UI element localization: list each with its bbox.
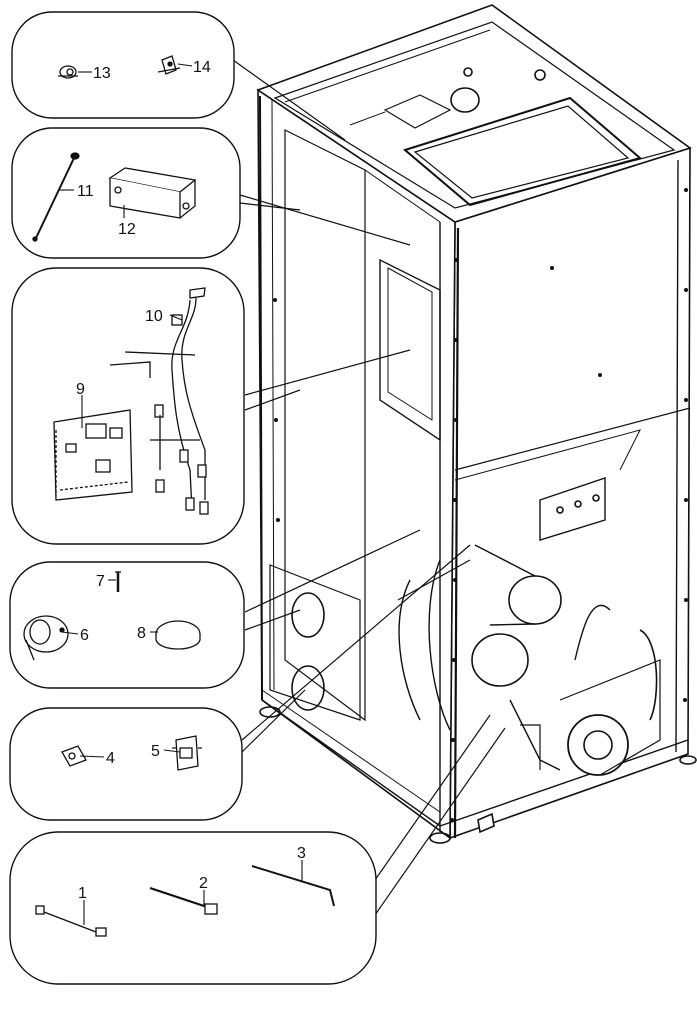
panel-screws <box>273 188 688 822</box>
part-10-harness <box>109 287 209 515</box>
callout-12: 12 <box>118 221 136 238</box>
callout-5: 5 <box>151 743 160 760</box>
callout-13: 13 <box>93 65 111 82</box>
panel-1-2-3 <box>9 831 377 985</box>
callout-7: 7 <box>96 573 105 590</box>
part-11-probe <box>32 152 80 242</box>
hopper-opening <box>402 96 643 207</box>
callout-6: 6 <box>80 627 89 644</box>
boiler-unit <box>256 4 697 844</box>
callout-3: 3 <box>297 845 306 862</box>
part-sketches <box>23 55 335 937</box>
part-5-socket <box>172 735 202 771</box>
control-housing <box>539 477 606 541</box>
circulation-pump <box>567 714 629 776</box>
part-12-module <box>108 167 197 219</box>
top-frame <box>256 4 692 223</box>
callout-8: 8 <box>137 625 146 642</box>
part-3-bent-rod <box>251 865 335 907</box>
callout-14: 14 <box>193 59 211 76</box>
part-14-switch <box>157 55 181 75</box>
callout-4: 4 <box>106 750 115 767</box>
panel-6-7-8 <box>9 561 245 689</box>
panel-4-5 <box>9 707 243 821</box>
leader-lines <box>232 59 506 916</box>
part-6-pressure-switch <box>23 615 69 661</box>
callout-9: 9 <box>76 381 85 398</box>
part-2-heating-rod <box>149 886 218 915</box>
callout-11: 11 <box>77 183 94 200</box>
part-4-sensor <box>61 745 87 767</box>
callout-leaders <box>58 63 303 925</box>
part-13-sensor <box>58 65 78 79</box>
part-9-control-board <box>53 409 133 501</box>
blower-tube <box>508 575 562 625</box>
part-1-cable-sensor <box>35 905 107 937</box>
callout-10: 10 <box>145 308 163 325</box>
callout-numbers: 13 14 11 12 10 9 7 6 8 4 5 1 2 3 <box>76 59 306 902</box>
part-8-cap <box>155 620 201 650</box>
part-7-pin <box>115 571 121 592</box>
callout-2: 2 <box>199 875 208 892</box>
panel-9-10 <box>11 267 245 545</box>
callout-1: 1 <box>78 885 87 902</box>
panel-13-14 <box>11 11 235 119</box>
